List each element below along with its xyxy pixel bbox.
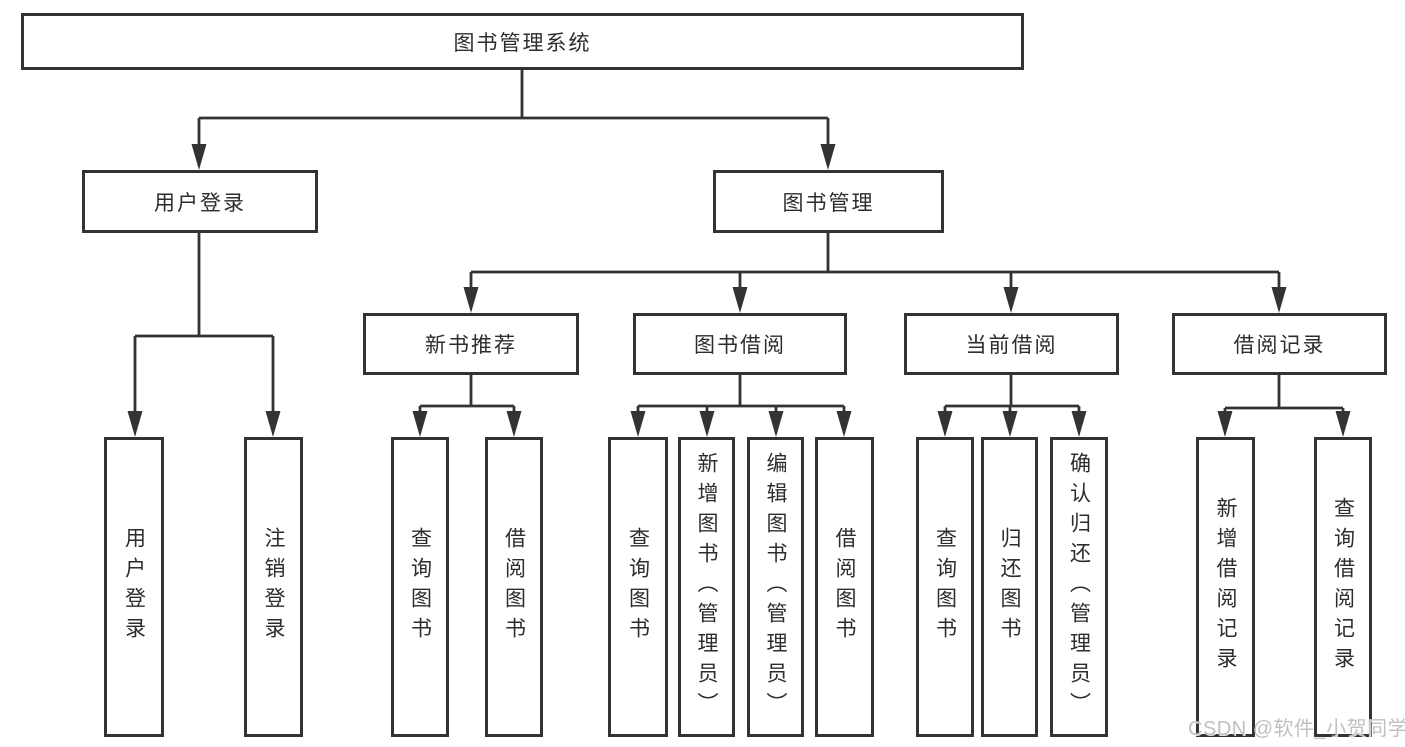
node-label: 归还图书 [998, 527, 1021, 647]
node-label: 新增图书（管理员） [695, 452, 718, 722]
node-label: 注销登录 [262, 527, 285, 647]
leaf-edit-books-admin: 编辑图书（管理员） [747, 437, 804, 737]
node-label: 新增借阅记录 [1214, 497, 1237, 677]
leaf-query-books-current: 查询图书 [916, 437, 974, 737]
leaf-borrow-books-borrowing: 借阅图书 [815, 437, 874, 737]
node-book-borrowing: 图书借阅 [633, 313, 847, 375]
node-label: 查询图书 [408, 527, 432, 647]
node-label: 借阅图书 [502, 527, 526, 647]
node-label: 查询借阅记录 [1331, 497, 1355, 677]
leaf-return-books: 归还图书 [981, 437, 1038, 737]
node-label: 借阅记录 [1233, 334, 1326, 357]
leaf-user-login: 用户登录 [104, 437, 164, 737]
watermark: CSDN @软件_小贺同学 [1188, 718, 1405, 740]
node-label: 编辑图书（管理员） [764, 452, 787, 722]
node-label: 当前借阅 [965, 334, 1058, 357]
node-label: 用户登录 [122, 527, 146, 647]
node-label: 确认归还（管理员） [1067, 452, 1091, 722]
node-label: 图书管理系统 [453, 31, 592, 55]
leaf-logout: 注销登录 [244, 437, 303, 737]
leaf-borrow-books-recommend: 借阅图书 [485, 437, 543, 737]
node-new-book-recommendation: 新书推荐 [363, 313, 579, 375]
node-label: 新书推荐 [425, 334, 517, 357]
leaf-query-books-borrowing: 查询图书 [608, 437, 668, 737]
leaf-add-borrow-record: 新增借阅记录 [1196, 437, 1255, 737]
node-library-management-system: 图书管理系统 [21, 13, 1024, 70]
node-user-login: 用户登录 [82, 170, 318, 233]
arrowhead-icons [127, 144, 1351, 437]
node-label: 查询图书 [933, 527, 957, 647]
node-borrowing-records: 借阅记录 [1172, 313, 1387, 375]
node-label: 查询图书 [626, 527, 650, 647]
leaf-confirm-return-admin: 确认归还（管理员） [1050, 437, 1108, 737]
node-current-borrowing: 当前借阅 [904, 313, 1119, 375]
leaf-query-books-recommend: 查询图书 [391, 437, 449, 737]
leaf-add-books-admin: 新增图书（管理员） [678, 437, 735, 737]
node-label: 图书借阅 [694, 334, 786, 357]
node-label: 用户登录 [154, 191, 246, 215]
node-book-management: 图书管理 [713, 170, 944, 233]
node-label: 借阅图书 [833, 527, 856, 647]
leaf-query-borrow-record: 查询借阅记录 [1314, 437, 1372, 737]
node-label: 图书管理 [782, 191, 875, 215]
